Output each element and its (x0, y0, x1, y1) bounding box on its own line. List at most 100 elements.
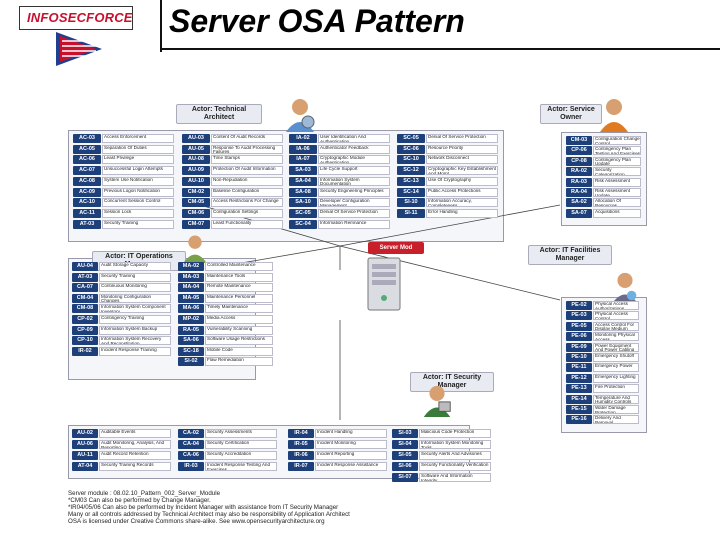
control-description: Software And Information Integrity (419, 473, 491, 482)
control-description: Least Privilege (102, 155, 174, 165)
control-description: Contingency Training (99, 315, 171, 324)
logo-mark-icon (56, 32, 102, 66)
control-code: SA-02 (566, 198, 592, 208)
person-icon (183, 235, 207, 263)
control-description: Incident Response Testing And Exercises (205, 462, 277, 471)
control-description: Audit Monitoring, Analysis, And Reportin… (99, 440, 171, 449)
control-code: PE-02 (566, 301, 592, 310)
control-code: CA-07 (72, 283, 98, 293)
control-description: Baseline Configuration (211, 187, 283, 197)
control-code: SI-05 (392, 451, 418, 460)
control-code: CM-07 (182, 219, 210, 229)
control-code: IR-02 (72, 346, 98, 356)
control-code: AU-05 (182, 144, 210, 154)
control-description: Security Engineering Principles (318, 187, 390, 197)
title-underline (160, 48, 720, 50)
control-code: SA-07 (566, 208, 592, 218)
control-code: PE-15 (566, 405, 592, 414)
control-description: Physical Access Control (593, 311, 639, 321)
control-code: MA-03 (178, 272, 204, 282)
control-description: Flaw Remediation (205, 357, 273, 367)
person-icon (423, 385, 451, 417)
control-code: AU-02 (72, 429, 98, 438)
control-code: SC-10 (397, 155, 425, 165)
control-description: Security Training Records (99, 462, 171, 471)
control-code: SI-11 (397, 208, 425, 218)
control-description: Unsuccessful Login Attempts (102, 166, 174, 176)
control-description: Risk Assessment Update (593, 188, 641, 197)
control-description: Emergency Shutoff (593, 353, 639, 362)
control-description: Emergency Power (593, 363, 639, 373)
control-description: Information System Documentation (318, 176, 390, 186)
control-code: PE-12 (566, 373, 592, 383)
control-description: Security Alerts And Advisories (419, 451, 491, 460)
control-code: PE-09 (566, 342, 592, 352)
control-description: Allocation Of Resources (593, 198, 641, 208)
control-description: Timely Maintenance (205, 304, 273, 314)
control-code: SA-04 (289, 176, 317, 186)
control-description: Audit Record Retention (99, 451, 171, 460)
control-code: IR-05 (288, 440, 314, 449)
control-description: Controlled Maintenance (205, 262, 273, 271)
control-description: Continuous Monitoring (99, 283, 171, 293)
control-description: Time Stamps (211, 155, 283, 165)
control-code: AC-06 (73, 155, 101, 165)
control-description: Security Training (99, 272, 171, 282)
control-code: SC-05 (289, 208, 317, 218)
control-description: Security Categorization (593, 167, 641, 177)
control-code: SI-03 (392, 429, 418, 438)
control-description: Security Assessments (205, 429, 277, 438)
logo-text: INFOSECFORCE (27, 10, 133, 25)
control-code: PE-14 (566, 394, 592, 404)
control-description: Malicious Code Protection (419, 429, 491, 438)
control-description: Authenticator Feedback (318, 144, 390, 154)
control-code: PE-05 (566, 321, 592, 331)
control-description: Public Access Protections (426, 187, 498, 197)
header: INFOSECFORCE Server OSA Pattern (0, 0, 720, 66)
control-description: Information Remnance (318, 219, 390, 229)
control-description: Contingency Plan Update (593, 156, 641, 166)
control-description: Temperature And Humidity Controls (593, 394, 639, 404)
control-description: Remote Maintenance (205, 283, 273, 293)
control-code: AT-03 (72, 272, 98, 282)
control-description: Monitoring Physical Access (593, 332, 639, 342)
control-code: CA-06 (178, 451, 204, 460)
control-code: RA-05 (178, 325, 204, 335)
footer-notes: Server module : 08.02.10_Pattern_002_Ser… (68, 490, 538, 525)
control-description: User Identification And Authentication (318, 134, 390, 143)
control-description: Error Handling (426, 208, 498, 218)
control-description: Incident Reporting (315, 451, 387, 460)
